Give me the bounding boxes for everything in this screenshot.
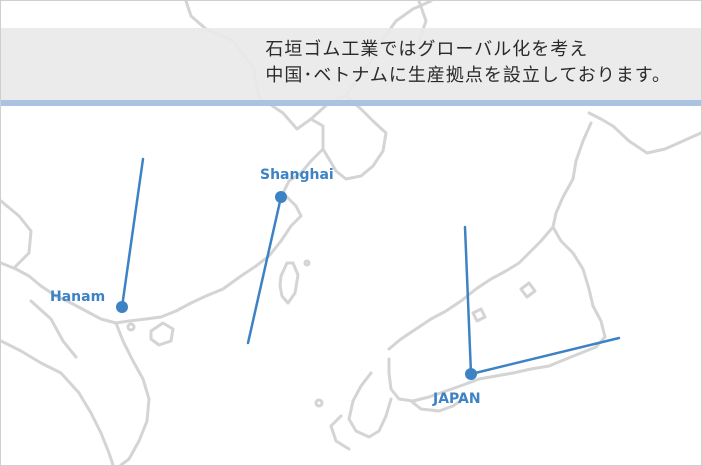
hanam-label: Hanam — [50, 289, 106, 305]
honshu-south — [387, 335, 607, 403]
shikoku-coastline — [409, 397, 465, 413]
inner-border-2 — [1, 199, 33, 269]
japan-leader-line-vertical — [463, 225, 473, 376]
indochina-coastline — [114, 321, 151, 465]
caption-banner — [1, 28, 701, 100]
china-coastline — [1, 1, 325, 325]
sado-island — [519, 281, 537, 299]
hokkaido-coastline — [587, 111, 701, 155]
island-3 — [303, 259, 311, 267]
shanghai-leader-line — [246, 195, 283, 345]
caption-line-2: 中国･ベトナムに生産拠点を設立しております。 — [265, 65, 671, 86]
honshu-north — [551, 121, 607, 339]
indochina-border — [1, 339, 115, 465]
honshu-west — [387, 225, 555, 351]
shanghai-label: Shanghai — [260, 167, 334, 183]
japan-marker — [465, 368, 477, 380]
taiwan-coastline — [278, 261, 300, 305]
hanam-marker — [116, 301, 128, 313]
shanghai-marker — [275, 191, 287, 203]
japan-label: JAPAN — [433, 391, 481, 407]
kyushu-inner — [329, 414, 351, 451]
kyushu-coastline — [347, 371, 393, 439]
caption-line-1: 石垣ゴム工業ではグローバル化を考え — [265, 39, 589, 60]
hainan-coastline — [149, 321, 175, 347]
banner-rule — [1, 100, 701, 106]
island-2 — [314, 398, 324, 408]
inner-border-1 — [29, 299, 78, 359]
caption-text: 石垣ゴム工業ではグローバル化を考え 中国･ベトナムに生産拠点を設立しております。 — [265, 37, 671, 89]
japan-leader-line-diagonal — [469, 336, 621, 376]
island-1 — [126, 322, 136, 332]
oki-island — [471, 307, 487, 323]
hanam-leader-line — [120, 157, 145, 309]
